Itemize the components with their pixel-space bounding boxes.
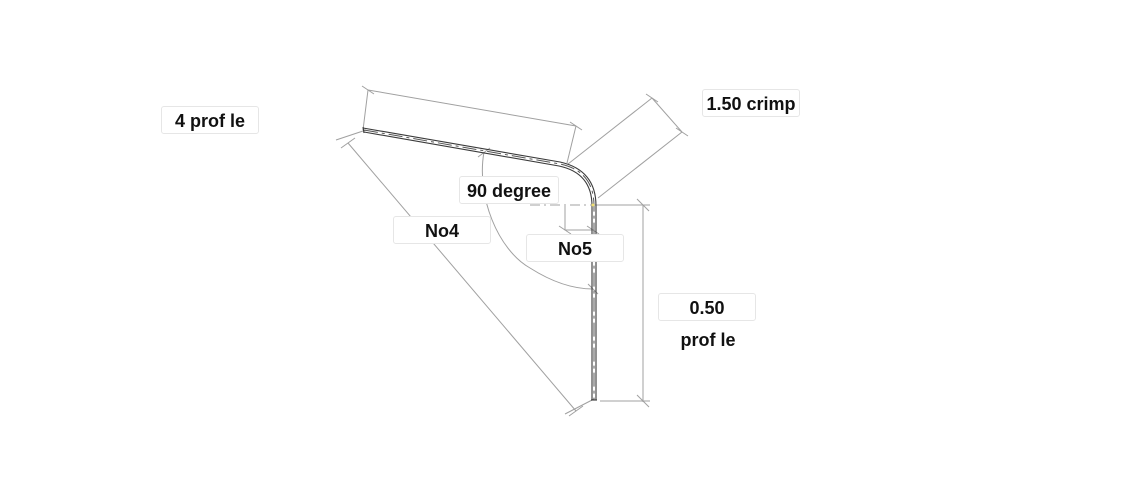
diagonal-tick-top bbox=[340, 137, 356, 149]
top-extension-right bbox=[566, 125, 577, 164]
corner-point bbox=[591, 203, 595, 207]
top-tick-right bbox=[569, 121, 583, 131]
no5-tick-right bbox=[586, 225, 600, 235]
profile-inner-edge bbox=[363, 131, 593, 400]
dimension-points bbox=[591, 203, 595, 207]
diagonal-tick-bottom bbox=[568, 405, 584, 417]
diagonal-extension-top bbox=[335, 129, 367, 141]
crimp-label: 1.50 crimp bbox=[702, 89, 800, 117]
profile-end-top bbox=[362, 126, 365, 134]
dimension-lines bbox=[335, 85, 689, 417]
vertical-tick-bottom bbox=[636, 394, 650, 408]
vertical-tick-top bbox=[636, 198, 650, 212]
crimp-extension-lower bbox=[597, 131, 683, 199]
top-dimension-line bbox=[367, 89, 577, 127]
no5-tick-left bbox=[558, 225, 572, 235]
diagonal-extension-bottom bbox=[564, 398, 595, 415]
crimp-tick-lower bbox=[675, 127, 689, 137]
profile-shape bbox=[362, 126, 597, 401]
diagonal-dimension-line bbox=[347, 142, 577, 412]
profile-count-label: 4 prof le bbox=[161, 106, 259, 134]
no4-label: No4 bbox=[393, 216, 491, 244]
thickness-unit-label: prof le bbox=[680, 330, 736, 350]
profile-outer-edge bbox=[362, 127, 597, 400]
crimp-extension-upper bbox=[567, 97, 653, 165]
angle-label: 90 degree bbox=[459, 176, 559, 204]
top-tick-left bbox=[361, 85, 375, 95]
profile-center-line bbox=[363, 129, 595, 400]
top-extension-left bbox=[362, 89, 369, 131]
crimp-dimension-line bbox=[651, 97, 683, 133]
thickness-value-label: 0.50 bbox=[658, 293, 756, 321]
no5-label: No5 bbox=[526, 234, 624, 262]
crimp-tick-upper bbox=[645, 93, 659, 103]
no5-dimension bbox=[564, 206, 593, 231]
